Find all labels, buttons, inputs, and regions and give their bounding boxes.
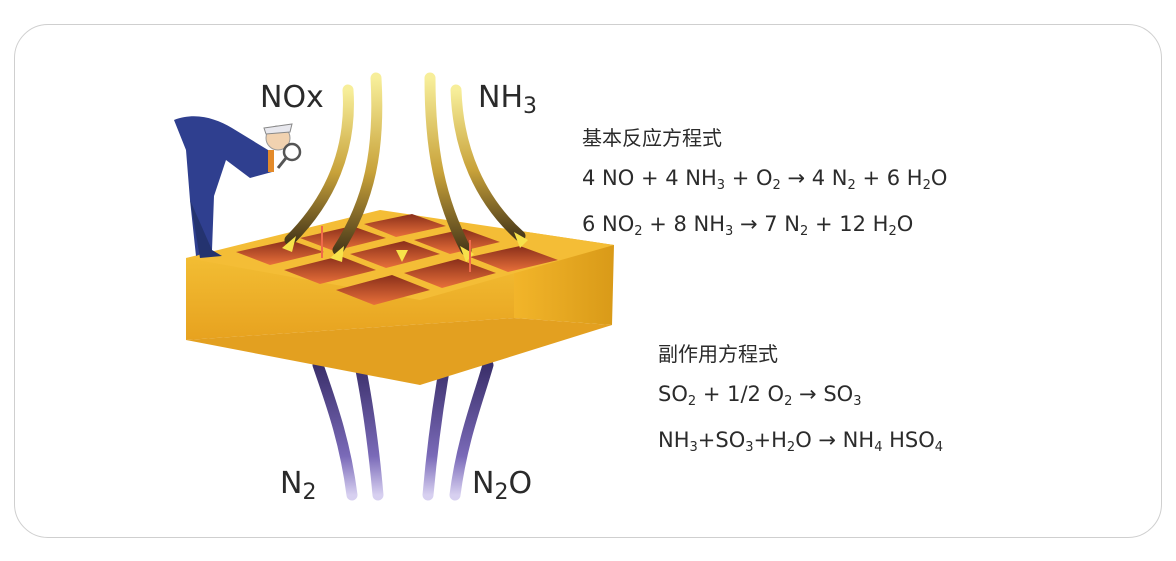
inspector-hat bbox=[263, 123, 293, 135]
inflow-streams bbox=[284, 66, 526, 256]
basic-reactions: 基本反应方程式 4 NO + 4 NH3 + O2 → 4 N2 + 6 H2O… bbox=[582, 122, 947, 255]
arrowhead bbox=[282, 236, 296, 252]
equation-text: 4 NO + 4 NH bbox=[582, 166, 717, 190]
equation-subscript: 2 bbox=[772, 178, 781, 193]
equation-text: + O bbox=[725, 166, 773, 190]
equation-subscript: 2 bbox=[847, 178, 856, 193]
inflow-stream bbox=[424, 72, 472, 256]
label-nh3: NH3 bbox=[478, 80, 537, 119]
equation-subscript: 3 bbox=[853, 394, 862, 409]
inspector-legs bbox=[190, 200, 222, 258]
equation-subscript: 2 bbox=[800, 224, 809, 239]
equation-subscript: 3 bbox=[745, 440, 754, 455]
equation: 4 NO + 4 NH3 + O2 → 4 N2 + 6 H2O bbox=[582, 163, 947, 201]
equation-subscript: 4 bbox=[934, 440, 944, 455]
inflow-stream bbox=[284, 84, 354, 246]
equation-text: +H bbox=[753, 428, 787, 452]
outflow-stream bbox=[449, 359, 494, 501]
equation-text: → SO bbox=[792, 382, 854, 406]
catalyst-cell bbox=[236, 240, 324, 265]
label-nox: NOx bbox=[260, 80, 324, 115]
basic-reactions-title: 基本反应方程式 bbox=[582, 126, 722, 150]
equation-text: + 12 H bbox=[808, 212, 889, 236]
inflow-stream bbox=[450, 84, 526, 242]
label-n2o: N2O bbox=[472, 466, 533, 505]
equation: NH3+SO3+H2O → NH4 HSO4 bbox=[658, 425, 943, 463]
inspector-body bbox=[174, 116, 272, 256]
outflow-stream bbox=[312, 359, 358, 501]
inspector-tie bbox=[268, 150, 274, 172]
equation-text: + 1/2 O bbox=[696, 382, 785, 406]
side-reactions: 副作用方程式 SO2 + 1/2 O2 → SO3 NH3+SO3+H2O → … bbox=[658, 338, 943, 471]
equation-text: 6 NO bbox=[582, 212, 635, 236]
catalyst-cell bbox=[404, 259, 496, 288]
equation-text: +SO bbox=[697, 428, 746, 452]
equation-text: + 8 NH bbox=[642, 212, 726, 236]
inflow-stream bbox=[332, 72, 383, 256]
equation-subscript: 2 bbox=[634, 224, 643, 239]
equation-text: O bbox=[896, 212, 914, 236]
catalyst-bottom-face bbox=[186, 318, 612, 385]
equation-text: O bbox=[930, 166, 948, 190]
equation-subscript: 3 bbox=[716, 178, 726, 193]
equation-subscript: 2 bbox=[786, 440, 796, 455]
equation-subscript: 2 bbox=[888, 224, 897, 239]
arrowhead bbox=[396, 250, 408, 262]
catalyst-cell bbox=[470, 246, 558, 272]
equation-text: NH bbox=[658, 428, 690, 452]
arrowhead bbox=[330, 246, 344, 262]
equation-subscript: 4 bbox=[874, 440, 883, 455]
side-reactions-title: 副作用方程式 bbox=[658, 342, 778, 366]
equation-text: O → NH bbox=[795, 428, 875, 452]
equation-subscript: 3 bbox=[689, 440, 698, 455]
reaction-markers bbox=[321, 226, 471, 272]
equation-text: SO bbox=[658, 382, 688, 406]
equation-subscript: 2 bbox=[784, 394, 793, 409]
arrowhead bbox=[514, 232, 528, 248]
equation-text: HSO bbox=[882, 428, 935, 452]
outflow-stream bbox=[422, 359, 451, 501]
catalyst-cell bbox=[284, 256, 376, 284]
inspector-figure bbox=[174, 116, 302, 258]
catalyst-cell bbox=[336, 275, 430, 305]
equation-text: → 7 N bbox=[733, 212, 801, 236]
equation-subscript: 2 bbox=[687, 394, 697, 409]
equation-text: → 4 N bbox=[780, 166, 848, 190]
equation: 6 NO2 + 8 NH3 → 7 N2 + 12 H2O bbox=[582, 209, 947, 247]
arrowhead bbox=[460, 246, 474, 262]
label-n2: N2 bbox=[280, 466, 317, 505]
equation-subscript: 2 bbox=[922, 178, 931, 193]
catalyst-cell bbox=[350, 241, 440, 268]
equation: SO2 + 1/2 O2 → SO3 bbox=[658, 379, 943, 417]
magnifier-icon bbox=[282, 142, 302, 162]
equation-subscript: 3 bbox=[725, 224, 734, 239]
outflow-stream bbox=[354, 359, 384, 501]
equation-text: + 6 H bbox=[855, 166, 923, 190]
flow-arrowheads bbox=[282, 232, 528, 262]
outflow-streams bbox=[312, 359, 494, 501]
